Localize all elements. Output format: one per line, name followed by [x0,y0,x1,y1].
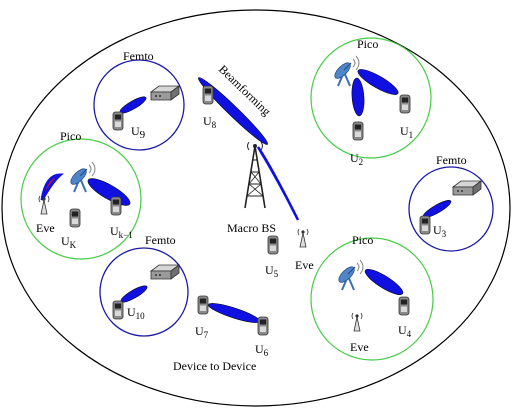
label-pico-bottom-right: Pico [352,233,373,247]
u5-phone-icon [267,235,279,255]
label-u5: U5 [265,263,279,279]
u7-phone-icon [197,295,209,315]
label-pico-left: Pico [60,129,81,143]
label-u1: U1 [400,124,413,140]
label-pico-top-right: Pico [357,37,378,51]
label-uk1: Uk−1 [110,224,133,240]
u1-phone-icon [399,94,411,114]
femto-access-point-top-left-icon [150,85,180,101]
label-u7: U7 [195,324,209,340]
label-u10: U10 [127,305,145,321]
u2-phone-icon [352,121,364,141]
u6-phone-icon [257,316,269,336]
uk-phone-icon [69,208,81,228]
pico-dish-bottom-right-icon [335,259,364,291]
u8-phone-icon [202,85,214,105]
u3-phone-icon [419,215,431,235]
uk1-phone-icon [110,196,122,216]
label-femto-bottom-left: Femto [145,233,176,247]
beam-macro-to-u8 [198,77,268,145]
femto-cell-top-left-boundary [93,59,185,151]
eve-left-antenna-icon [38,195,50,215]
eve-macro-antenna-icon [297,228,309,248]
beam-pico-to-eve-left [40,173,64,201]
label-device-to-device: Device to Device [173,359,256,373]
femto-cell-right-boundary [408,166,494,252]
femto-cell-bottom-left-boundary [99,247,189,337]
label-eve-pico-bottom: Eve [350,340,369,354]
label-u2: U2 [350,151,363,167]
label-u8: U8 [203,114,217,130]
label-u6: U6 [255,342,269,358]
beam-macro-to-eve [256,146,300,221]
label-femto-top-left: Femto [123,49,154,63]
beam-pico-to-u4 [364,269,404,295]
label-macro-bs: Macro BS [227,221,276,235]
beam-pico-to-u2 [351,77,365,117]
eve-pico-bottom-antenna-icon [351,312,363,332]
label-eve-left: Eve [36,221,55,235]
pico-cell-bottom-right-boundary [310,237,434,361]
beam-femto-to-u10 [120,285,148,303]
u4-phone-icon [398,296,410,316]
label-uk: UK [61,234,77,250]
macro-cell-boundary [1,9,511,407]
femto-access-point-bottom-left-icon [150,264,180,280]
label-u4: U4 [398,323,412,339]
u9-phone-icon [112,111,124,131]
pico-cell-top-right-boundary [310,37,432,159]
u10-phone-icon [112,300,124,320]
label-femto-right: Femto [436,153,467,167]
femto-access-point-right-icon [452,180,482,196]
beam-d2d [208,303,260,323]
label-eve-macro: Eve [295,258,314,272]
macro-bs-tower-icon [244,141,266,209]
label-u3: U3 [433,223,447,239]
beam-pico-to-uk1 [87,178,131,206]
pico-cell-left-boundary [20,138,142,260]
beam-pico-to-u1 [357,69,399,95]
pico-dish-left-icon [67,161,96,193]
label-u9: U9 [131,124,146,141]
